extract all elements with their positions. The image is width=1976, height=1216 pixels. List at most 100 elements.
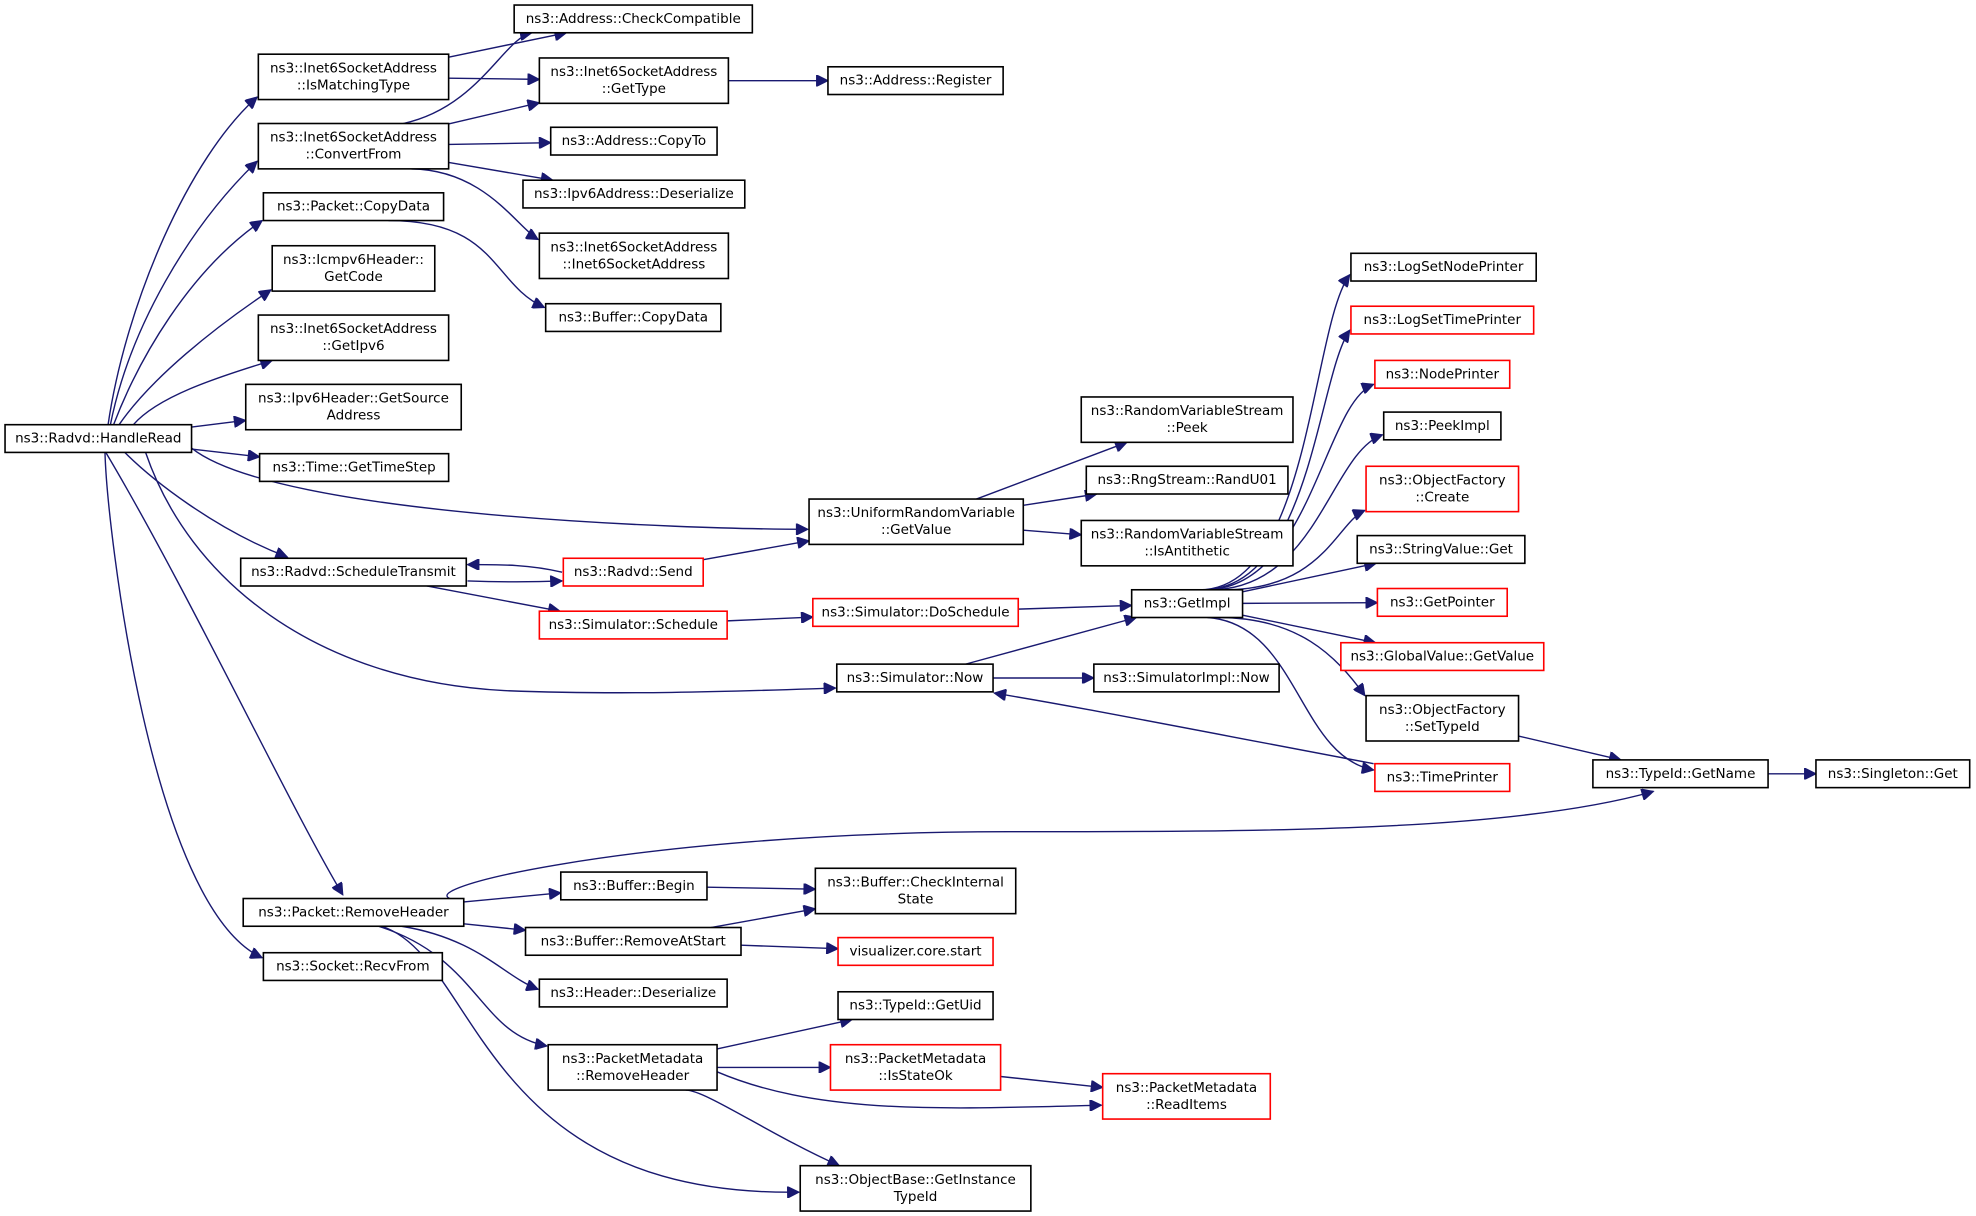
node-box [1365, 694, 1520, 742]
node-get-ipv6[interactable]: ns3::Inet6SocketAddress::GetIpv6 [257, 314, 450, 362]
node-box [239, 557, 468, 587]
node-log-set-time-printer[interactable]: ns3::LogSetTimePrinter [1350, 305, 1535, 335]
node-inet6-ctor[interactable]: ns3::Inet6SocketAddress::Inet6SocketAddr… [538, 232, 730, 280]
edge-do-schedule-to-get-impl [1018, 605, 1131, 609]
node-label-line: ::Inet6SocketAddress [562, 256, 705, 272]
node-label-line: ns3::Simulator::Now [847, 670, 984, 686]
node-label-line: ns3::Buffer::RemoveAtStart [541, 933, 726, 949]
node-pm-is-state-ok[interactable]: ns3::PacketMetadata::IsStateOk [829, 1043, 1002, 1091]
node-convert-from[interactable]: ns3::Inet6SocketAddress::ConvertFrom [257, 122, 450, 170]
node-box [814, 867, 1017, 915]
node-label-line: ns3::Socket::RecvFrom [276, 959, 430, 975]
node-box [524, 926, 742, 957]
node-typeid-get-uid[interactable]: ns3::TypeId::GetUid [837, 990, 994, 1021]
node-time-printer[interactable]: ns3::TimePrinter [1374, 762, 1511, 793]
node-of-create[interactable]: ns3::ObjectFactory::Create [1365, 465, 1520, 513]
edge-schedule-transmit-to-sim-schedule [427, 586, 560, 611]
edge-urv-get-value-to-rand-u01 [1023, 494, 1097, 505]
node-remove-header[interactable]: ns3::Packet::RemoveHeader [242, 897, 465, 928]
edge-handle-read-to-convert-from [110, 161, 257, 424]
node-of-set-type-id[interactable]: ns3::ObjectFactory::SetTypeId [1365, 694, 1520, 742]
node-label-line: ns3::Radvd::Send [574, 564, 693, 580]
node-singleton-get[interactable]: ns3::Singleton::Get [1815, 759, 1971, 789]
node-inet6-get-type[interactable]: ns3::Inet6SocketAddress::GetType [538, 57, 730, 105]
node-icmpv6-get-code[interactable]: ns3::Icmpv6Header::GetCode [271, 244, 436, 292]
node-address-register[interactable]: ns3::Address::Register [827, 65, 1004, 96]
node-do-schedule[interactable]: ns3::Simulator::DoSchedule [812, 597, 1020, 628]
node-get-impl[interactable]: ns3::GetImpl [1130, 588, 1244, 619]
edge-handle-read-to-packet-copy-data [114, 221, 263, 425]
node-pm-read-items[interactable]: ns3::PacketMetadata::ReadItems [1101, 1072, 1272, 1120]
node-label-line: ns3::ObjectFactory [1379, 702, 1506, 718]
node-label-line: ns3::Radvd::HandleRead [15, 431, 181, 447]
node-urv-get-value[interactable]: ns3::UniformRandomVariable::GetValue [808, 498, 1025, 546]
node-header-deserialize[interactable]: ns3::Header::Deserialize [538, 978, 728, 1008]
edge-handle-read-to-remove-header [106, 452, 343, 894]
node-viz-start[interactable]: visualizer.core.start [837, 936, 994, 967]
node-sim-now[interactable]: ns3::Simulator::Now [835, 663, 994, 693]
node-box [1085, 465, 1289, 495]
node-label-line: ns3::Inet6SocketAddress [270, 321, 437, 337]
node-box [1093, 663, 1280, 693]
node-rvs-peek[interactable]: ns3::RandomVariableStream::Peek [1080, 396, 1294, 444]
node-label-line: ns3::Icmpv6Header:: [283, 252, 424, 268]
node-node-printer[interactable]: ns3::NodePrinter [1374, 359, 1511, 389]
edge-radvd-send-to-urv-get-value [703, 541, 809, 560]
node-is-antithetic[interactable]: ns3::RandomVariableStream::IsAntithetic [1080, 519, 1294, 567]
node-label-line: TypeId [893, 1189, 938, 1205]
node-get-pointer[interactable]: ns3::GetPointer [1376, 587, 1509, 618]
node-is-matching-type[interactable]: ns3::Inet6SocketAddress::IsMatchingType [257, 53, 450, 101]
node-schedule-transmit[interactable]: ns3::Radvd::ScheduleTransmit [239, 557, 468, 587]
node-string-value-get[interactable]: ns3::StringValue::Get [1356, 534, 1526, 565]
node-copy-to[interactable]: ns3::Address::CopyTo [549, 126, 718, 156]
node-global-value-get[interactable]: ns3::GlobalValue::GetValue [1340, 641, 1545, 672]
node-box [513, 4, 754, 34]
node-buffer-begin[interactable]: ns3::Buffer::Begin [559, 871, 708, 901]
node-check-compatible[interactable]: ns3::Address::CheckCompatible [513, 4, 754, 34]
node-peek-impl[interactable]: ns3::PeekImpl [1382, 411, 1502, 441]
node-recv-from[interactable]: ns3::Socket::RecvFrom [262, 951, 444, 982]
edge-handle-read-to-get-ipv6 [133, 360, 272, 424]
node-label-line: ns3::Simulator::DoSchedule [822, 604, 1010, 620]
node-sim-schedule[interactable]: ns3::Simulator::Schedule [538, 610, 728, 640]
edge-get-impl-to-time-printer [1207, 618, 1373, 770]
node-label-line: ns3::PeekImpl [1395, 418, 1490, 434]
node-buffer-copy-data[interactable]: ns3::Buffer::CopyData [544, 302, 722, 333]
node-label-line: ns3::TypeId::GetUid [849, 998, 981, 1014]
node-label-line: ns3::Radvd::ScheduleTransmit [251, 564, 456, 580]
node-box [1080, 396, 1294, 444]
edge-handle-read-to-schedule-transmit [125, 452, 288, 557]
node-label-line: ns3::Address::CopyTo [562, 133, 707, 149]
edge-sim-now-to-get-impl [966, 618, 1137, 665]
node-label-line: ns3::PacketMetadata [1116, 1080, 1257, 1096]
edge-schedule-transmit-to-radvd-send [468, 581, 563, 582]
node-label-line: ns3::Packet::CopyData [277, 199, 430, 215]
node-label-line: ::IsStateOk [878, 1068, 952, 1084]
node-sim-impl-now[interactable]: ns3::SimulatorImpl::Now [1093, 663, 1280, 693]
node-ipv6-deserialize[interactable]: ns3::Ipv6Address::Deserialize [522, 179, 746, 209]
node-remove-at-start[interactable]: ns3::Buffer::RemoveAtStart [524, 926, 742, 957]
node-box [562, 557, 704, 587]
node-box [837, 990, 994, 1021]
node-pm-remove-header[interactable]: ns3::PacketMetadata::RemoveHeader [547, 1043, 718, 1091]
node-packet-copy-data[interactable]: ns3::Packet::CopyData [262, 192, 445, 222]
node-typeid-get-name[interactable]: ns3::TypeId::GetName [1592, 759, 1769, 789]
node-radvd-send[interactable]: ns3::Radvd::Send [562, 557, 704, 587]
node-rand-u01[interactable]: ns3::RngStream::RandU01 [1085, 465, 1289, 495]
edge-get-impl-to-log-set-time-printer [1200, 330, 1350, 590]
node-label-line: ns3::PacketMetadata [845, 1051, 986, 1067]
node-log-set-node-printer[interactable]: ns3::LogSetNodePrinter [1350, 252, 1537, 282]
node-get-time-step[interactable]: ns3::Time::GetTimeStep [258, 452, 450, 483]
node-label-line: ::GetType [602, 81, 666, 97]
edge-handle-read-to-get-source-address [192, 420, 246, 427]
edge-is-matching-type-to-inet6-get-type [449, 78, 540, 79]
edge-handle-read-to-icmpv6-get-code [119, 290, 271, 425]
node-box [242, 897, 465, 928]
node-label-line: ::SetTypeId [1405, 719, 1480, 735]
edge-remove-header-to-buffer-begin [464, 893, 561, 902]
node-handle-read[interactable]: ns3::Radvd::HandleRead [4, 423, 193, 454]
edge-remove-at-start-to-viz-start [741, 945, 838, 948]
